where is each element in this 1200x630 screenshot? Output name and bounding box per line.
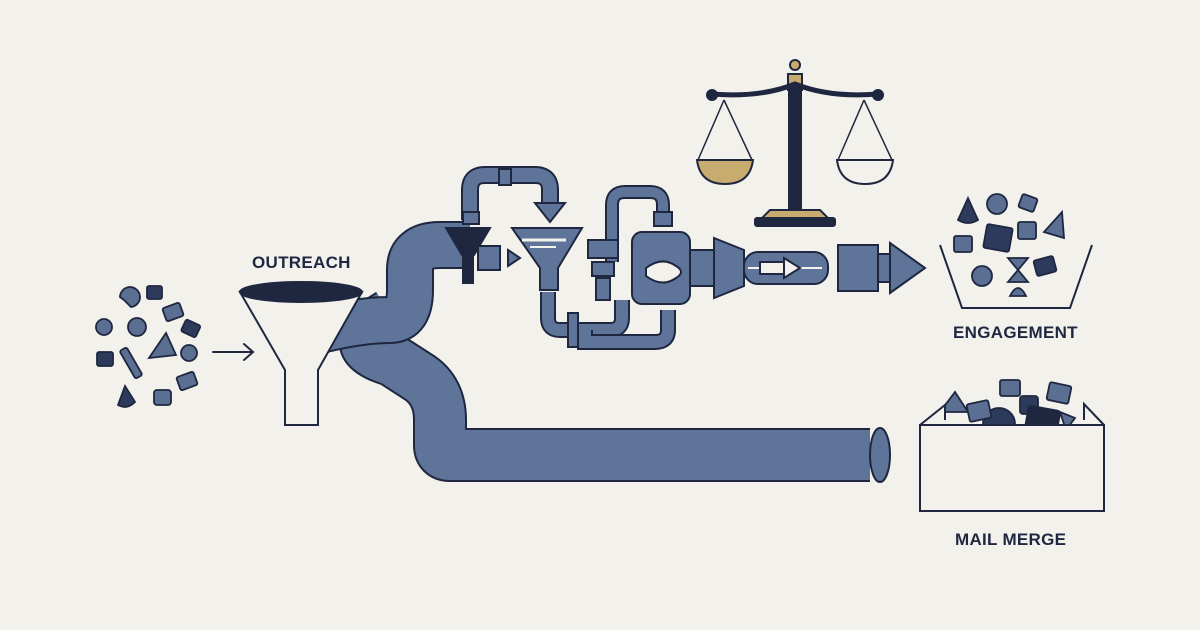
arrow-icon xyxy=(212,343,255,361)
pipe-loop xyxy=(540,185,676,350)
second-funnel-icon xyxy=(510,227,584,291)
input-shapes-cluster xyxy=(95,285,202,408)
outreach-label: OUTREACH xyxy=(252,253,351,272)
small-funnel-icon xyxy=(444,227,522,284)
upper-pipe xyxy=(314,221,470,354)
scale-icon xyxy=(695,59,895,227)
funnel-icon xyxy=(238,281,364,426)
box-icon xyxy=(919,401,1105,512)
engagement-shapes xyxy=(953,193,1065,297)
engagement-label: ENGAGEMENT xyxy=(953,323,1078,342)
bin-icon xyxy=(939,244,1093,309)
flow-arrow-icon xyxy=(759,256,802,280)
valve-icon xyxy=(587,211,673,301)
output-pipe xyxy=(713,236,927,300)
pipe-icon xyxy=(461,166,568,225)
mail-merge-label: MAIL MERGE xyxy=(955,530,1067,549)
pump-icon xyxy=(631,231,715,305)
